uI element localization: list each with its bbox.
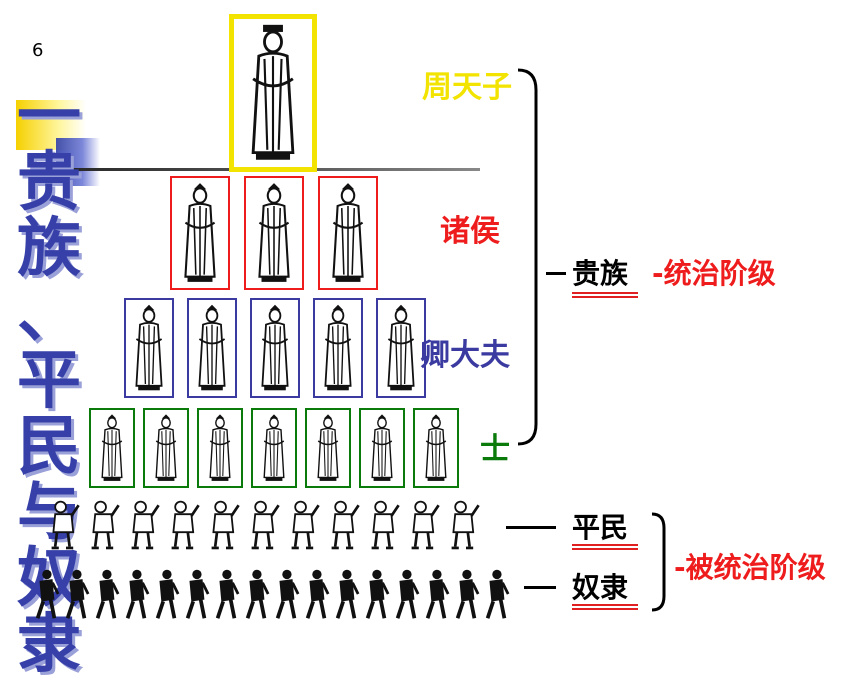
figure-commoner	[331, 500, 360, 550]
figure-minister	[198, 304, 226, 391]
role-ruled: -被统治阶级	[674, 551, 826, 584]
figure-frame-minister	[376, 298, 426, 398]
figure-shi	[371, 414, 393, 481]
side-title: 一 贵 族 、 平 民 与 奴 隶	[12, 84, 86, 678]
label-shi: 士	[480, 432, 510, 467]
commoners-connector	[506, 526, 556, 529]
figure-shi	[155, 414, 177, 481]
title-decoration-blue	[56, 138, 100, 186]
figure-frame-shi	[305, 408, 351, 488]
class-nobility: 贵族	[572, 257, 629, 290]
figure-minister	[261, 304, 289, 391]
figure-commoner	[131, 500, 160, 550]
figure-frame-minister	[313, 298, 363, 398]
side-title-char: 、	[17, 278, 81, 352]
figure-frame-lord	[318, 176, 378, 290]
figure-slave	[335, 569, 360, 619]
figure-commoner	[91, 500, 120, 550]
figure-slave	[155, 569, 180, 619]
figure-commoner	[371, 500, 400, 550]
side-title-char: 平	[17, 344, 81, 418]
figure-commoner	[291, 500, 320, 550]
side-title-char: 民	[17, 410, 81, 484]
figure-minister	[387, 304, 415, 391]
figure-lord	[258, 183, 290, 282]
figure-slave	[125, 569, 150, 619]
figure-slave	[35, 569, 60, 619]
figure-slave	[65, 569, 90, 619]
figure-frame-shi	[197, 408, 243, 488]
figure-slave	[455, 569, 480, 619]
figure-shi	[209, 414, 231, 481]
nobility-underline	[572, 292, 638, 298]
side-title-char: 与	[17, 476, 81, 550]
pyramid-diagram	[35, 14, 510, 619]
figure-frame-minister	[250, 298, 300, 398]
figure-commoner	[251, 500, 280, 550]
figure-shi	[425, 414, 447, 481]
figure-commoner	[51, 500, 80, 550]
figure-slave	[95, 569, 120, 619]
figure-frame-shi	[89, 408, 135, 488]
figure-frame-shi	[251, 408, 297, 488]
figure-minister	[324, 304, 352, 391]
side-title-char: 一	[17, 80, 81, 154]
role-ruling: -统治阶级	[652, 257, 776, 290]
figure-minister	[135, 304, 163, 391]
figure-slave	[485, 569, 510, 619]
figure-commoner	[411, 500, 440, 550]
figure-frame-shi	[413, 408, 459, 488]
label-zhou-king: 周天子	[422, 70, 512, 105]
class-slaves: 奴隶	[572, 571, 629, 604]
page-number: 6	[32, 40, 44, 61]
ruled-bracket	[651, 512, 666, 612]
label-ministers: 卿大夫	[420, 338, 510, 373]
figure-shi	[101, 414, 123, 481]
figure-lord	[184, 183, 216, 282]
figure-frame-shi	[143, 408, 189, 488]
figure-slave	[245, 569, 270, 619]
side-title-char: 奴	[17, 542, 81, 616]
figure-slave	[185, 569, 210, 619]
side-title-char: 族	[17, 212, 81, 286]
side-title-char: 贵	[17, 146, 81, 220]
figure-frame-king	[229, 14, 317, 172]
figure-frame-minister	[187, 298, 237, 398]
figure-slave	[365, 569, 390, 619]
commoners-underline	[572, 544, 638, 550]
class-commoners: 平民	[572, 511, 629, 544]
nobility-connector	[546, 272, 566, 275]
figure-slave	[395, 569, 420, 619]
figure-commoner	[171, 500, 200, 550]
figure-shi	[317, 414, 339, 481]
nobility-bracket	[517, 68, 538, 446]
figure-commoner	[211, 500, 240, 550]
slaves-connector	[524, 586, 556, 589]
figure-frame-lord	[244, 176, 304, 290]
figure-slave	[305, 569, 330, 619]
figure-frame-lord	[170, 176, 230, 290]
figure-slave	[425, 569, 450, 619]
figure-lord	[332, 183, 364, 282]
label-lords: 诸侯	[440, 214, 500, 249]
figure-commoner	[451, 500, 480, 550]
figure-frame-minister	[124, 298, 174, 398]
figure-frame-shi	[359, 408, 405, 488]
figure-shi	[263, 414, 285, 481]
slaves-underline	[572, 604, 638, 610]
figure-slave	[215, 569, 240, 619]
figure-slave	[275, 569, 300, 619]
figure-king	[251, 24, 295, 160]
